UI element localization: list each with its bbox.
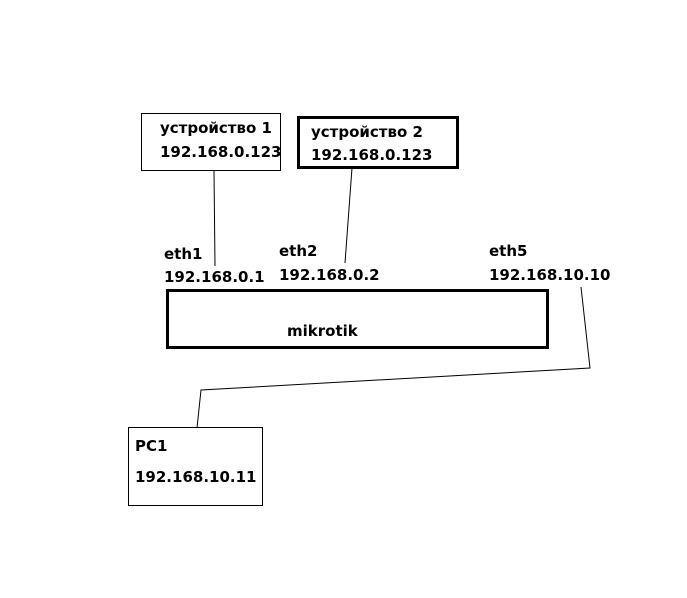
line-eth5-pc1 (196, 286, 591, 429)
device1-ip: 192.168.0.123 (160, 143, 282, 161)
eth1-name: eth1 (164, 245, 203, 263)
router-name: mikrotik (287, 322, 358, 340)
device1-name: устройство 1 (160, 119, 272, 137)
line-device2-eth2 (344, 167, 353, 264)
router-box: mikrotik (166, 289, 549, 349)
eth2-name: eth2 (279, 242, 318, 260)
device1-box: устройство 1 192.168.0.123 (141, 113, 281, 171)
pc1-name: PC1 (135, 437, 168, 455)
pc1-ip: 192.168.10.11 (135, 468, 257, 486)
line-device1-eth1 (213, 170, 216, 267)
eth5-name: eth5 (489, 242, 528, 260)
device2-ip: 192.168.0.123 (311, 146, 433, 164)
device2-box: устройство 2 192.168.0.123 (297, 116, 459, 169)
eth1-ip: 192.168.0.1 (164, 268, 265, 286)
pc1-box: PC1 192.168.10.11 (128, 427, 263, 506)
eth2-ip: 192.168.0.2 (279, 266, 380, 284)
device2-name: устройство 2 (311, 123, 423, 141)
eth5-ip: 192.168.10.10 (489, 266, 611, 284)
